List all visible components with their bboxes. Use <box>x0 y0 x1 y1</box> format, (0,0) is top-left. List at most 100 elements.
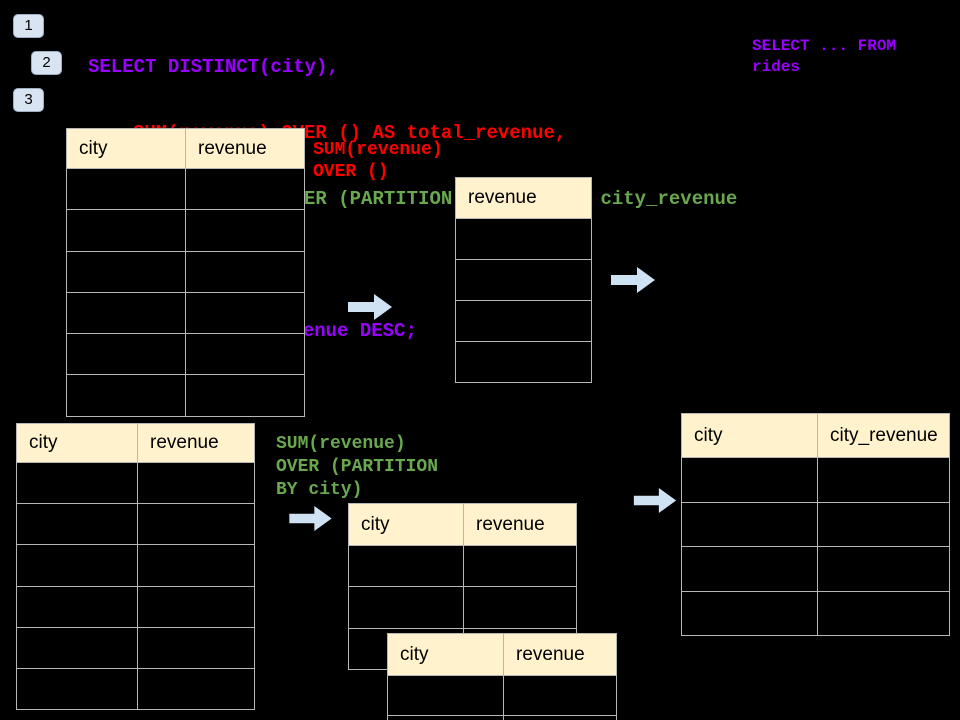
column-header: revenue <box>455 177 592 219</box>
table-cell <box>66 333 186 376</box>
table-row <box>681 501 950 547</box>
table-cell <box>681 457 818 503</box>
table-cell <box>137 667 255 711</box>
table-row <box>681 590 950 636</box>
table-cell <box>16 461 138 505</box>
table-cell <box>348 586 464 629</box>
table-cell <box>16 544 138 587</box>
column-header: revenue <box>185 128 305 169</box>
table-row <box>455 259 592 301</box>
table-row <box>681 546 950 592</box>
column-header: city <box>66 128 186 169</box>
table-cell <box>185 374 305 417</box>
table-row <box>348 544 577 588</box>
column-header: city <box>16 423 138 463</box>
flow-arrow-right-icon <box>348 294 392 320</box>
table-cell <box>681 590 818 636</box>
table-cell <box>66 209 186 252</box>
table-row <box>16 626 255 669</box>
table-cell <box>185 333 305 376</box>
table-row <box>16 585 255 628</box>
table-cell <box>137 585 255 628</box>
column-header: revenue <box>137 423 255 463</box>
table-row <box>455 300 592 342</box>
table-cell <box>16 503 138 546</box>
table-row <box>66 209 305 252</box>
table-cell <box>16 585 138 628</box>
table-cell <box>185 291 305 335</box>
table-cell <box>463 586 577 629</box>
annotation-sum-over-all: SUM(revenue) OVER () <box>313 140 443 182</box>
sql-line-select: SELECT DISTINCT(city), <box>88 56 339 78</box>
table-cell <box>137 544 255 587</box>
table-cell <box>16 626 138 669</box>
table-cell <box>137 503 255 546</box>
table-cell <box>348 544 464 588</box>
table-cell <box>503 675 617 716</box>
table-cell <box>16 667 138 711</box>
table-row <box>348 586 577 629</box>
table-cell <box>66 291 186 335</box>
table-cell <box>681 501 818 547</box>
table-row <box>16 544 255 587</box>
table-cell <box>455 259 592 301</box>
table-cell <box>185 167 305 211</box>
step-badge-2: 2 <box>31 51 62 75</box>
table-cell <box>185 209 305 252</box>
table-row <box>455 341 592 383</box>
column-header: city_revenue <box>817 413 950 458</box>
table-cell <box>817 590 950 636</box>
table-cell <box>455 300 592 342</box>
table-cell <box>185 250 305 293</box>
table-cell <box>66 374 186 417</box>
sql-side-note: SELECT ... FROM rides <box>752 37 897 76</box>
table-row <box>66 291 305 335</box>
flow-arrow-right-icon <box>288 506 333 531</box>
table-cell <box>137 461 255 505</box>
table-row <box>16 667 255 711</box>
table-cell <box>817 457 950 503</box>
table-cell <box>66 250 186 293</box>
table-row <box>16 461 255 505</box>
table-cell <box>137 626 255 669</box>
table-row <box>66 250 305 293</box>
flow-arrow-right-icon <box>632 488 678 513</box>
table-cell <box>455 218 592 260</box>
table-cell <box>681 546 818 592</box>
table-cell <box>66 167 186 211</box>
table-row <box>681 457 950 503</box>
column-header: revenue <box>463 503 577 546</box>
table-row <box>66 333 305 376</box>
table-header-row: revenue <box>455 177 592 219</box>
table-row <box>16 503 255 546</box>
table-row <box>455 218 592 260</box>
column-header: city <box>387 633 504 676</box>
table-cell <box>455 341 592 383</box>
table-row <box>66 374 305 417</box>
table-row <box>387 675 617 716</box>
annotation-sum-partition-by-city: SUM(revenue) OVER (PARTITION BY city) <box>276 434 439 500</box>
table-cell <box>463 544 577 588</box>
flow-arrow-right-icon <box>611 267 655 293</box>
table-cell <box>817 501 950 547</box>
table-row <box>387 715 617 720</box>
table-cell <box>817 546 950 592</box>
table-cell <box>503 715 617 720</box>
step-badge-3: 3 <box>13 88 44 112</box>
table-total-revenue-result: revenue <box>455 177 592 383</box>
column-header: city <box>348 503 464 546</box>
table-cell <box>387 715 504 720</box>
table-cell <box>387 675 504 716</box>
table-row <box>66 167 305 211</box>
column-header: city <box>681 413 818 458</box>
